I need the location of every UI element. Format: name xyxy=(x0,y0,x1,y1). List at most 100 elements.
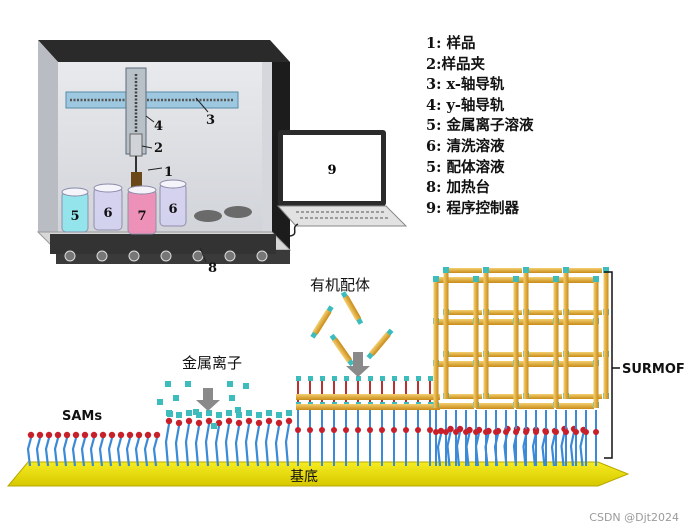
metal-ion xyxy=(211,423,217,429)
beaker-label: 7 xyxy=(137,209,146,224)
label-heater: 8 xyxy=(208,261,217,276)
ligand xyxy=(366,328,394,360)
linker xyxy=(566,268,602,273)
sam-head xyxy=(543,429,549,435)
sam-head xyxy=(379,427,385,433)
linker xyxy=(436,277,474,283)
sam-molecule xyxy=(134,431,143,467)
sam-molecule xyxy=(264,417,273,467)
node xyxy=(563,267,569,273)
beaker-label: 5 xyxy=(70,209,79,224)
sam-head xyxy=(493,429,499,435)
pillar xyxy=(513,282,519,408)
sam-molecule xyxy=(26,431,35,467)
metal-ion-arrow xyxy=(196,388,220,411)
node xyxy=(332,376,337,381)
metal-ion xyxy=(235,407,241,413)
linker xyxy=(516,277,554,283)
sam-head xyxy=(563,429,569,435)
linker xyxy=(516,403,554,409)
metal-ion xyxy=(165,381,171,387)
metal-ion xyxy=(173,395,179,401)
linker xyxy=(526,268,562,273)
beaker-label: 6 xyxy=(103,206,112,221)
sam-molecule xyxy=(71,431,80,467)
legend-item: 5: 金属离子溶液 xyxy=(426,117,534,135)
bound-ion xyxy=(206,410,212,416)
beaker-rim xyxy=(127,185,157,195)
sam-molecule xyxy=(98,431,107,467)
sam-molecule xyxy=(244,417,253,467)
linker xyxy=(556,403,594,409)
mof-layer-1 xyxy=(295,376,440,466)
sam-head xyxy=(523,429,529,435)
linker xyxy=(526,352,562,357)
metal-ion xyxy=(243,383,249,389)
bound-ion xyxy=(246,410,252,416)
bound-ion xyxy=(216,412,222,418)
linker xyxy=(436,319,474,325)
sample xyxy=(131,172,142,188)
label-laptop: 9 xyxy=(327,163,336,178)
sam-head xyxy=(483,429,489,435)
linker xyxy=(556,319,594,325)
ligand xyxy=(340,291,364,325)
pillar xyxy=(473,282,479,408)
node xyxy=(416,376,421,381)
label-x-rail: 3 xyxy=(206,113,215,128)
node xyxy=(473,276,479,282)
sam-head xyxy=(533,429,539,435)
linker xyxy=(446,352,482,357)
sam-molecule xyxy=(164,417,173,467)
sam-molecule xyxy=(53,431,62,467)
substrate xyxy=(6,461,630,487)
bound-ion xyxy=(186,410,192,416)
sam-molecule xyxy=(89,431,98,467)
metal-ion xyxy=(227,381,233,387)
free-ligands xyxy=(310,291,394,367)
linker xyxy=(446,310,482,315)
pillar xyxy=(593,282,599,408)
empty-plate-spot-2 xyxy=(224,206,252,218)
sample-holder xyxy=(129,133,143,157)
legend-item: 2:样品夹 xyxy=(426,55,485,73)
sam-molecule xyxy=(80,431,89,467)
linker xyxy=(566,394,602,399)
node xyxy=(344,376,349,381)
bound-ion xyxy=(166,410,172,416)
linker xyxy=(476,403,514,409)
linker xyxy=(566,310,602,315)
sam-molecule xyxy=(125,431,134,467)
bound-ion xyxy=(256,412,262,418)
box-left-wall xyxy=(38,40,58,232)
node xyxy=(296,376,301,381)
component-legend: 1: 样品 2:样品夹 3: x-轴导轨 4: y-轴导轨 5: 金属离子溶液 … xyxy=(426,34,626,219)
sam-head xyxy=(583,429,589,435)
pillar xyxy=(563,273,569,399)
legend-item: 3: x-轴导轨 xyxy=(426,76,505,94)
node xyxy=(603,267,609,273)
laptop-cable xyxy=(289,223,299,237)
linker-row xyxy=(296,404,440,410)
label-y-rail: 4 xyxy=(154,119,163,134)
linker xyxy=(446,268,482,273)
sam-molecule xyxy=(224,417,233,467)
sam-molecule xyxy=(234,419,243,467)
ligand-arrow xyxy=(346,352,370,377)
legend-item: 5: 配体溶液 xyxy=(426,158,505,176)
arrows xyxy=(196,352,370,411)
metal-ion xyxy=(229,395,235,401)
box-right-glass xyxy=(262,62,272,232)
linker xyxy=(476,277,514,283)
sam-molecule xyxy=(35,431,44,467)
pillar xyxy=(523,273,529,399)
node xyxy=(380,376,385,381)
ligand xyxy=(329,333,355,367)
linker xyxy=(556,361,594,367)
bound-ion xyxy=(176,412,182,418)
beaker-rim xyxy=(159,179,187,189)
sam-head xyxy=(403,427,409,433)
node xyxy=(428,376,433,381)
node xyxy=(308,376,313,381)
linker xyxy=(566,352,602,357)
